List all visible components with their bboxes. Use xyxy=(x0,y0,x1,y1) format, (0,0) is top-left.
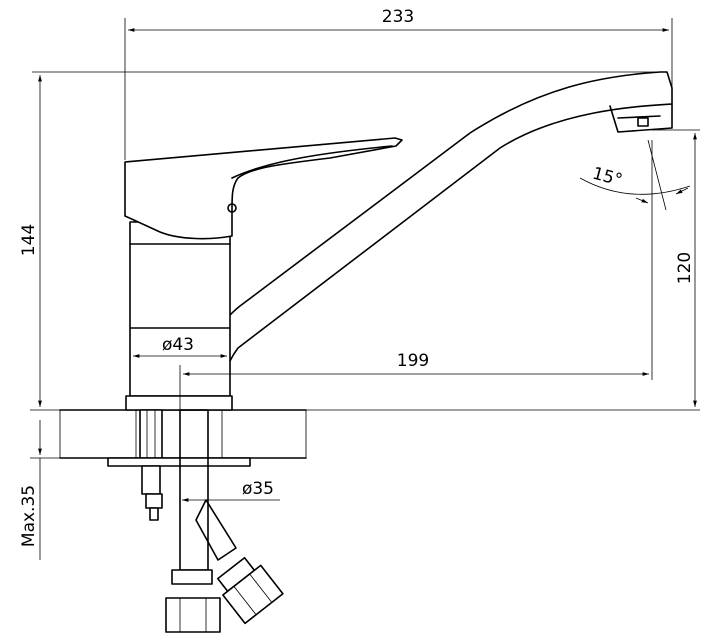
spout-reach-label: 199 xyxy=(397,351,429,371)
body-diameter-label: ø43 xyxy=(162,335,194,355)
mounting-hardware xyxy=(107,409,251,521)
swivel-angle-label: 15° xyxy=(590,164,624,191)
hole-diameter-label: ø35 xyxy=(242,479,274,499)
faucet-body xyxy=(125,221,233,411)
supply-hoses xyxy=(165,409,284,633)
max-thickness-label: Max.35 xyxy=(19,485,39,547)
total-length-label: 233 xyxy=(382,7,414,27)
lever-handle xyxy=(124,137,403,240)
dimension-lines xyxy=(30,18,700,560)
total-height-label: 144 xyxy=(19,224,39,256)
spout xyxy=(218,71,673,373)
spout-height-label: 120 xyxy=(675,252,695,284)
